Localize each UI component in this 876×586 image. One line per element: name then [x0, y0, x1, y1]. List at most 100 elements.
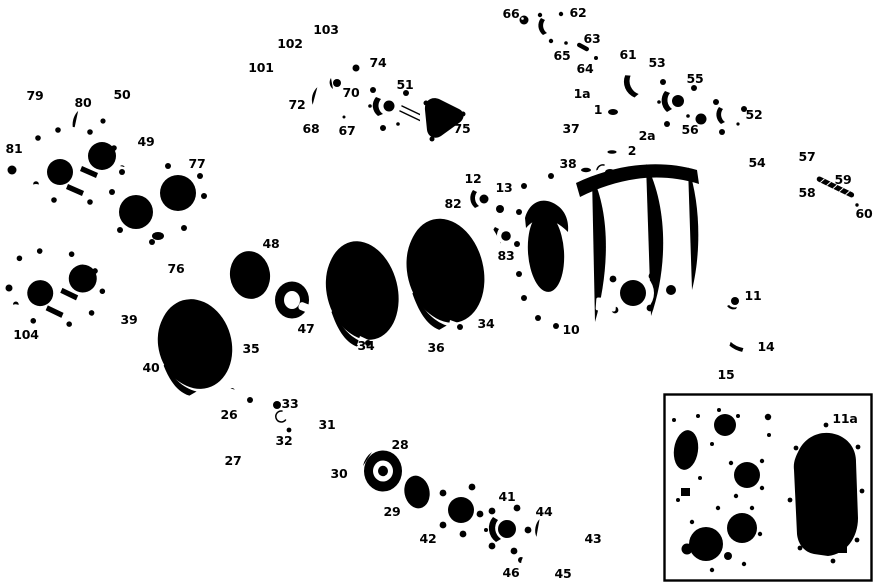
part-label-83: 83: [497, 247, 515, 263]
part-49-side-cover: [29, 112, 134, 210]
part-label-42: 42: [419, 530, 437, 546]
part-53-seal: [623, 68, 651, 98]
part-label-33: 33: [281, 395, 299, 411]
part-77-gasket: [102, 158, 212, 248]
part-label-54: 54: [748, 154, 766, 170]
part-34-brake-band-left: [314, 224, 431, 351]
part-label-43: 43: [584, 530, 602, 546]
part-74-seal-ring: [348, 60, 364, 76]
part-60-ball: [851, 199, 861, 209]
part-label-103: 103: [313, 21, 339, 37]
part-label-75: 75: [453, 120, 471, 136]
part-66-ball: [519, 15, 529, 25]
part-72-washer: [307, 85, 326, 107]
part-label-68: 68: [302, 120, 320, 136]
part-label-2: 2: [627, 142, 637, 158]
part-label-41: 41: [498, 488, 516, 504]
part-75-gasket: [419, 92, 468, 145]
part-label-51: 51: [396, 76, 414, 92]
part-58-cone: [804, 174, 814, 184]
part-68-fitting: [315, 113, 336, 125]
part-76-spring: [170, 225, 230, 271]
part-2-washer: [604, 148, 620, 156]
part-label-48: 48: [262, 235, 280, 251]
gasket-set-contents: [669, 405, 865, 573]
part-label-102: 102: [277, 35, 303, 51]
part-39-pin: [114, 327, 146, 349]
part-label-81: 81: [5, 140, 23, 156]
part-label-58: 58: [798, 184, 816, 200]
part-label-101: 101: [248, 59, 274, 75]
part-label-13: 13: [495, 179, 513, 195]
part-28-servo-piston: [351, 443, 409, 499]
part-label-14: 14: [757, 338, 775, 354]
part-57-plunger: [785, 158, 805, 171]
part-label-60: 60: [855, 205, 873, 221]
part-27-rod: [243, 412, 253, 462]
part-62-governor-weight: [534, 9, 567, 44]
part-label-1a: 1a: [573, 85, 591, 101]
part-10-transmission-case: [514, 158, 742, 333]
part-104-side-cover: [2, 243, 116, 334]
part-label-27: 27: [224, 452, 242, 468]
part-label-30: 30: [330, 465, 348, 481]
part-64-ring: [591, 53, 601, 63]
part-32-nut: [283, 424, 295, 436]
part-12-grommet: [470, 189, 494, 209]
part-48-o-ring: [226, 248, 274, 302]
part-29-o-ring: [400, 471, 434, 513]
part-36-pin: [402, 336, 426, 350]
part-31-spring: [295, 423, 329, 449]
part-label-1: 1: [593, 101, 603, 117]
part-label-32: 32: [275, 432, 293, 448]
part-47-piston: [268, 274, 332, 326]
part-label-37: 37: [562, 120, 580, 136]
part-label-11a: 11a: [832, 410, 858, 426]
part-label-74: 74: [369, 54, 387, 70]
part-label-35: 35: [242, 340, 260, 356]
part-label-62: 62: [569, 4, 587, 20]
part-label-63: 63: [583, 30, 601, 46]
part-label-10: 10: [562, 321, 580, 337]
part-label-47: 47: [297, 320, 315, 336]
part-label-12: 12: [464, 170, 482, 186]
part-label-64: 64: [576, 60, 594, 76]
part-52-cover: [710, 92, 750, 140]
part-label-15: 15: [717, 366, 735, 382]
part-63-pin: [577, 42, 589, 52]
part-label-34: 34: [357, 337, 375, 353]
part-label-28: 28: [391, 436, 409, 452]
part-label-49: 49: [137, 133, 155, 149]
part-59-spring-rod: [816, 176, 855, 198]
part-37-plug: [576, 138, 596, 173]
part-label-59: 59: [834, 171, 852, 187]
part-label-104: 104: [13, 326, 39, 342]
part-label-77: 77: [188, 155, 206, 171]
part-13-washer: [491, 200, 509, 218]
part-label-50: 50: [113, 86, 131, 102]
part-label-79: 79: [26, 87, 44, 103]
part-label-80: 80: [74, 94, 92, 110]
part-70-seal-ring: [329, 75, 345, 91]
part-label-34: 34: [477, 315, 495, 331]
part-label-38: 38: [559, 155, 577, 171]
part-54-valve-stem: [748, 141, 788, 159]
part-label-11: 11: [744, 287, 762, 303]
part-11-nut: [727, 294, 743, 310]
part-43-bolt: [542, 523, 585, 561]
part-label-57: 57: [798, 148, 816, 164]
part-65-washer: [561, 38, 571, 48]
part-44-washer: [531, 518, 548, 539]
part-label-29: 29: [383, 503, 401, 519]
part-33-clip: [275, 410, 287, 423]
part-label-40: 40: [142, 359, 160, 375]
part-41-servo-cover: [483, 501, 532, 560]
part-label-67: 67: [338, 122, 356, 138]
part-50-clip: [101, 98, 112, 106]
part-label-76: 76: [167, 260, 185, 276]
part-81-nut: [2, 161, 22, 179]
part-15-screw: [735, 374, 745, 388]
part-label-61: 61: [619, 46, 637, 62]
part-51-governor-body: [363, 81, 428, 134]
